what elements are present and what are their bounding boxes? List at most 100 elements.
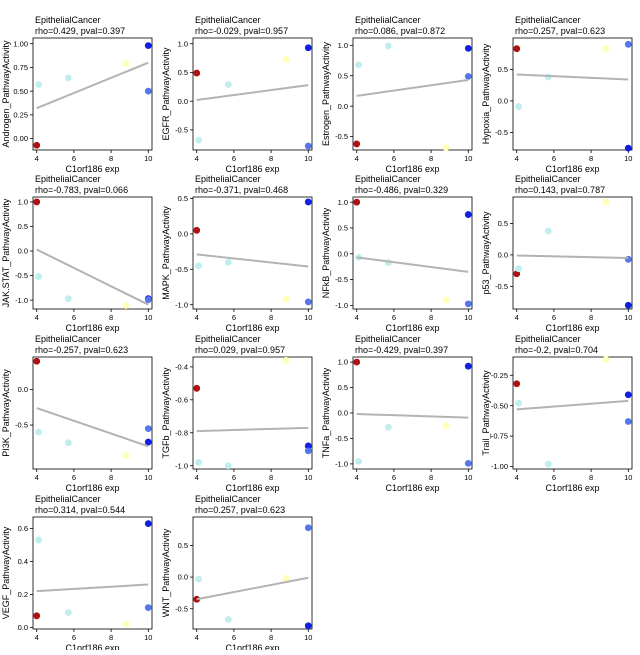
y-axis-label: JAK.STAT_PathwayActivity [1, 198, 11, 307]
regression-line [196, 576, 309, 601]
panel-subtitle: rho=0.257, pval=0.623 [515, 26, 605, 36]
x-tick-label: 10 [144, 154, 152, 163]
panel-title: EpithelialCancer [195, 494, 261, 504]
x-tick-label: 4 [515, 154, 519, 163]
regression-line [356, 413, 469, 419]
data-point [282, 356, 290, 364]
x-tick-label: 8 [269, 313, 273, 322]
x-tick-label: 10 [464, 313, 472, 322]
data-point [282, 574, 290, 582]
data-point [515, 103, 522, 110]
x-tick-label: 10 [304, 473, 312, 482]
regression-line [196, 84, 309, 102]
regression-line [196, 253, 309, 268]
plot-frame [512, 196, 633, 310]
data-point [304, 524, 312, 532]
x-axis-label: C1orf186 exp [225, 643, 279, 650]
y-tick-label: -1.0 [175, 300, 188, 309]
x-tick-label: 10 [304, 154, 312, 163]
y-axis-label: MAPK_PathwayActivity [161, 206, 171, 300]
panel-subtitle: rho=-0.783, pval=0.066 [35, 185, 128, 195]
y-tick-label: 0.75 [13, 63, 28, 72]
y-tick-label: 0.5 [18, 222, 28, 231]
panel-title: EpithelialCancer [355, 334, 421, 344]
panel-title: EpithelialCancer [515, 174, 581, 184]
panel-title: EpithelialCancer [195, 15, 261, 25]
x-tick-label: 10 [624, 313, 632, 322]
data-point [64, 74, 72, 82]
data-point [193, 384, 201, 392]
x-axis-label: C1orf186 exp [225, 483, 279, 493]
x-tick-label: 8 [109, 313, 113, 322]
y-tick-label: -0.5 [175, 125, 188, 134]
data-point [464, 300, 472, 308]
plot-frame [512, 356, 633, 470]
x-tick-label: 10 [464, 473, 472, 482]
y-tick-label: -0.50 [491, 401, 508, 410]
plot-frame [352, 356, 473, 470]
data-point [144, 42, 152, 49]
x-tick-label: 10 [304, 633, 312, 642]
x-axis-label: C1orf186 exp [545, 483, 599, 493]
panel-title: EpithelialCancer [35, 15, 101, 25]
data-point [544, 227, 552, 235]
y-axis-label: Hypoxia_PathwayActivity [481, 43, 491, 144]
x-tick-label: 10 [624, 473, 632, 482]
x-tick-label: 8 [109, 154, 113, 163]
data-point [35, 536, 42, 544]
x-axis-label: C1orf186 exp [65, 483, 119, 493]
data-point [193, 69, 201, 77]
y-tick-label: 0.0 [338, 249, 348, 258]
x-tick-label: 6 [392, 473, 396, 482]
x-tick-label: 8 [269, 473, 273, 482]
data-point [464, 362, 472, 370]
data-point [515, 265, 522, 273]
plot-frame [32, 37, 153, 151]
y-tick-label: -0.5 [15, 421, 28, 430]
x-tick-label: 6 [232, 313, 236, 322]
x-tick-label: 4 [515, 473, 519, 482]
y-tick-label: 0.0 [178, 229, 188, 238]
data-point [33, 141, 41, 149]
regression-line [356, 256, 469, 273]
x-axis-label: C1orf186 exp [225, 323, 279, 333]
data-point [64, 609, 72, 616]
y-tick-label: 0.2 [18, 590, 28, 599]
data-point [624, 391, 632, 399]
x-axis-label: C1orf186 exp [65, 323, 119, 333]
data-point [624, 40, 632, 48]
x-tick-label: 6 [552, 313, 556, 322]
x-tick-label: 10 [304, 313, 312, 322]
panel-subtitle: rho=-0.371, pval=0.468 [195, 185, 288, 195]
panel-title: EpithelialCancer [195, 334, 261, 344]
panel-title: EpithelialCancer [195, 174, 261, 184]
y-axis-label: Androgen_PathwayActivity [1, 40, 11, 148]
x-tick-label: 6 [72, 633, 76, 642]
plot-frame [512, 37, 633, 151]
x-tick-label: 4 [515, 313, 519, 322]
y-tick-label: -0.5 [335, 132, 348, 141]
x-tick-label: 6 [232, 154, 236, 163]
x-tick-label: 4 [35, 473, 39, 482]
regression-line [36, 407, 149, 448]
y-axis-label: TGFb_PathwayActivity [161, 367, 171, 459]
y-tick-label: 0.5 [338, 224, 348, 233]
y-tick-label: 0.0 [178, 97, 188, 106]
y-tick-label: 0.5 [178, 68, 188, 77]
data-point [384, 423, 392, 431]
y-tick-label: 0.5 [178, 194, 188, 203]
plot-frame [352, 37, 473, 151]
data-point [195, 262, 202, 270]
y-tick-label: -0.5 [335, 434, 348, 443]
y-tick-label: 0.0 [18, 385, 28, 394]
y-tick-label: -0.5 [335, 275, 348, 284]
data-point [353, 140, 361, 148]
y-tick-label: 0.50 [13, 87, 28, 96]
